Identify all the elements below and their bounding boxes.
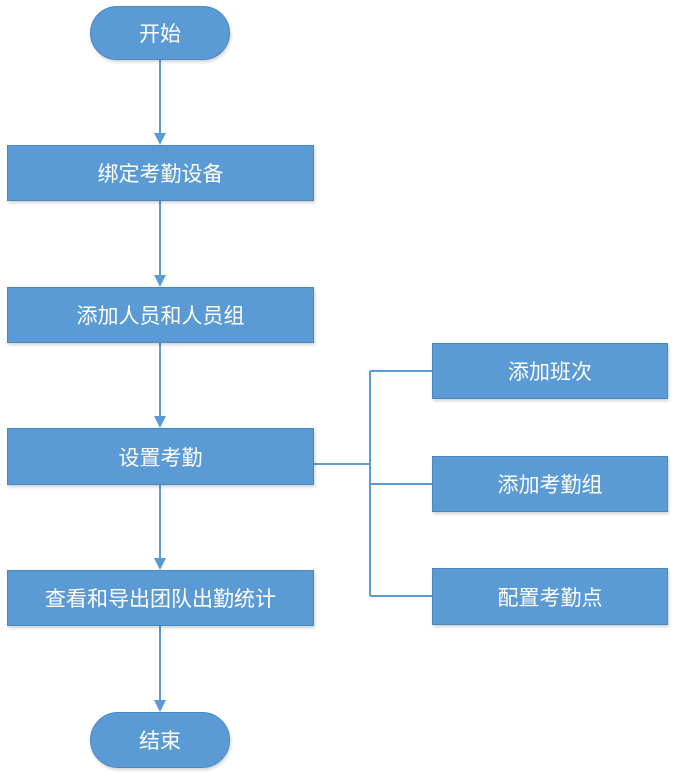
bracket-connector xyxy=(314,370,432,597)
substep-add-shift: 添加班次 xyxy=(432,343,668,399)
start-node: 开始 xyxy=(90,6,230,60)
end-node: 结束 xyxy=(90,712,230,768)
substep-config-checkpoint: 配置考勤点 xyxy=(432,568,668,625)
step-bind-device: 绑定考勤设备 xyxy=(7,145,314,201)
step-setup-attendance: 设置考勤 xyxy=(7,428,314,485)
step-view-export-stats: 查看和导出团队出勤统计 xyxy=(7,570,314,626)
substep-add-attendance-group: 添加考勤组 xyxy=(432,456,668,512)
step-add-people: 添加人员和人员组 xyxy=(7,287,314,343)
